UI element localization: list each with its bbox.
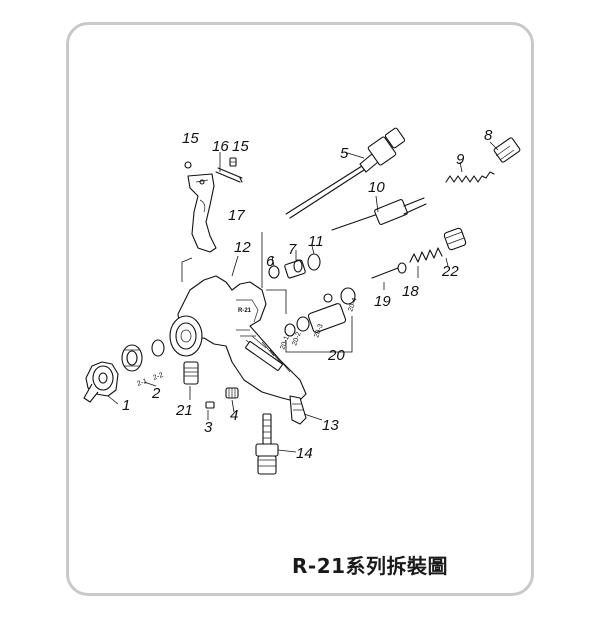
part-19-needle (371, 262, 407, 279)
part-10-rod (331, 195, 427, 231)
callout-10: 10 (368, 179, 385, 196)
sub-label-2-1: 2-1 (136, 378, 148, 388)
leader-lines (107, 141, 499, 453)
diagram-title: R-21系列拆裝圖 (292, 554, 449, 578)
part-8-knob (493, 137, 521, 163)
part-1-air-cap (83, 361, 119, 403)
callout-20: 20 (327, 347, 345, 364)
callout-1: 1 (122, 397, 130, 414)
part-20-assembly (284, 287, 356, 353)
body-stamp: R-21 (238, 308, 252, 314)
part-17-trigger (187, 173, 217, 253)
callout-11: 11 (308, 233, 324, 250)
leader-12 (231, 255, 239, 277)
callout-6: 6 (266, 253, 275, 270)
sub-label-20-4: 20-4 (347, 297, 358, 313)
sub-label-20-1: 20-1 (279, 335, 290, 351)
callout-5: 5 (340, 145, 349, 162)
callout-16: 16 (212, 138, 229, 155)
callout-22: 22 (441, 263, 459, 280)
diagram-frame (66, 22, 534, 596)
gun-head-ring (169, 315, 203, 357)
part-11-oring (307, 253, 321, 271)
callout-15-right: 15 (232, 138, 249, 155)
sub-label-20-2: 20-2 (291, 331, 302, 347)
callout-3: 3 (204, 419, 213, 436)
callout-13: 13 (322, 417, 339, 434)
sub-label-20-3: 20-3 (313, 323, 324, 339)
part-14-air-inlet (255, 413, 279, 475)
part-21-fitting (183, 361, 199, 385)
assembly-guide-lines (181, 232, 287, 314)
part-22-cap (443, 227, 467, 251)
part-4-adjuster (225, 387, 239, 399)
part-13-valve (289, 395, 307, 425)
callout-12: 12 (234, 239, 251, 256)
callout-15-left: 15 (182, 130, 199, 147)
part-15-screw-right (229, 157, 237, 167)
part-5-fluid-needle (285, 127, 406, 219)
part-2-nozzle (121, 339, 165, 372)
callout-14: 14 (296, 445, 313, 462)
callout-19: 19 (374, 293, 391, 310)
callout-2: 2 (151, 385, 161, 402)
part-18-spring (409, 247, 443, 263)
part-16-pin (215, 152, 243, 183)
part-9-spring (445, 171, 495, 183)
callout-18: 18 (402, 283, 419, 300)
sub-label-2-2: 2-2 (152, 372, 164, 382)
part-7-bushing (284, 259, 306, 279)
part-15-washer-left (184, 161, 192, 169)
callout-21: 21 (175, 402, 193, 419)
callout-9: 9 (456, 151, 465, 168)
sub-part-labels: 2-1 2-2 20-1 20-2 20-3 20-4 (136, 297, 358, 388)
callout-4: 4 (230, 407, 238, 424)
callout-17: 17 (228, 207, 245, 224)
callout-labels: 1 2 3 4 5 6 7 8 9 10 11 12 13 14 15 15 1… (122, 127, 493, 462)
gun-body: R-21 (177, 275, 307, 403)
part-3-screw (205, 401, 215, 409)
callout-8: 8 (484, 127, 493, 144)
callout-7: 7 (288, 241, 297, 258)
